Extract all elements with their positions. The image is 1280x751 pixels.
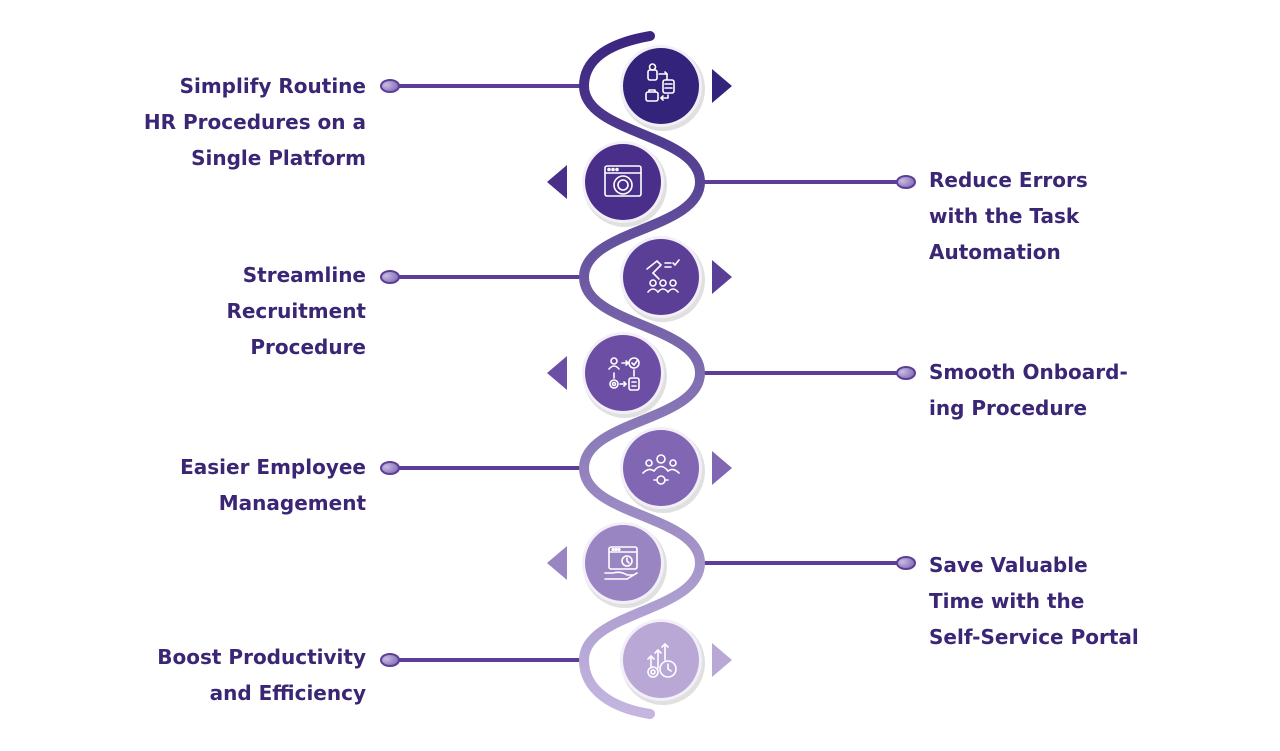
nodes	[547, 45, 732, 705]
connector-end-dot	[380, 653, 400, 667]
item-label-line: Easier Employee	[180, 455, 366, 479]
connector-end-dot	[380, 461, 400, 475]
connector-end-dot	[380, 79, 400, 93]
connector	[380, 79, 584, 93]
pointer-triangle	[712, 643, 732, 677]
browser-gear-icon	[604, 165, 642, 197]
item-label-line: Self-Service Portal	[929, 625, 1139, 649]
pointer-triangle	[712, 69, 732, 103]
item-label-line: Smooth Onboard-	[929, 360, 1128, 384]
self-service-icon	[604, 546, 638, 580]
item-label-line: Save Valuable	[929, 553, 1088, 577]
pointer-triangle	[712, 260, 732, 294]
item-label-line: Single Platform	[191, 146, 366, 170]
node-2	[547, 141, 667, 227]
item-label-line: ing Procedure	[929, 396, 1088, 420]
item-label-line: Recruitment	[226, 299, 366, 323]
connector	[700, 556, 916, 570]
node-circle	[623, 430, 699, 506]
connector-end-dot	[896, 366, 916, 380]
node-5	[620, 427, 732, 513]
connector	[700, 366, 916, 380]
item-label-4: Smooth Onboard-ing Procedure	[929, 354, 1128, 426]
recruitment-icon	[646, 259, 680, 293]
pointer-triangle	[547, 546, 567, 580]
node-circle	[585, 335, 661, 411]
connector	[380, 270, 584, 284]
pointer-triangle	[547, 356, 567, 390]
node-7	[620, 619, 732, 705]
item-label-line: Management	[218, 491, 366, 515]
connector	[380, 461, 584, 475]
item-label-line: HR Procedures on a	[143, 110, 366, 134]
node-3	[620, 236, 732, 322]
connector-end-dot	[896, 175, 916, 189]
productivity-icon	[647, 643, 677, 678]
item-label-line: with the Task	[929, 204, 1080, 228]
item-label-line: and Efficiency	[209, 681, 366, 705]
pointer-triangle	[712, 451, 732, 485]
onboarding-flow-icon	[608, 357, 640, 391]
connector	[700, 175, 916, 189]
item-label-line: Automation	[929, 240, 1061, 264]
item-label-line: Simplify Routine	[179, 74, 366, 98]
node-1	[620, 45, 732, 131]
node-circle	[623, 622, 699, 698]
item-label-1: Simplify Routine HR Procedures on a Single…	[144, 68, 366, 176]
node-6	[547, 522, 667, 608]
item-label-line: Reduce Errors	[929, 168, 1088, 192]
team-icon	[642, 454, 680, 485]
item-label-line: Streamline	[242, 263, 366, 287]
item-label-line: Procedure	[250, 335, 366, 359]
connector	[380, 653, 584, 667]
node-circle	[623, 48, 699, 124]
node-circle	[623, 239, 699, 315]
item-label-line: Time with the	[929, 589, 1085, 613]
node-4	[547, 332, 667, 418]
item-label-7: Boost Productivity and Efficiency	[157, 639, 366, 711]
connector-lines	[380, 79, 916, 667]
node-circle	[585, 144, 661, 220]
connector-end-dot	[380, 270, 400, 284]
wave-ribbon	[578, 31, 706, 719]
connector-end-dot	[896, 556, 916, 570]
item-label-line: Boost Productivity	[157, 645, 366, 669]
pointer-triangle	[547, 165, 567, 199]
workflow-icon	[645, 63, 675, 102]
